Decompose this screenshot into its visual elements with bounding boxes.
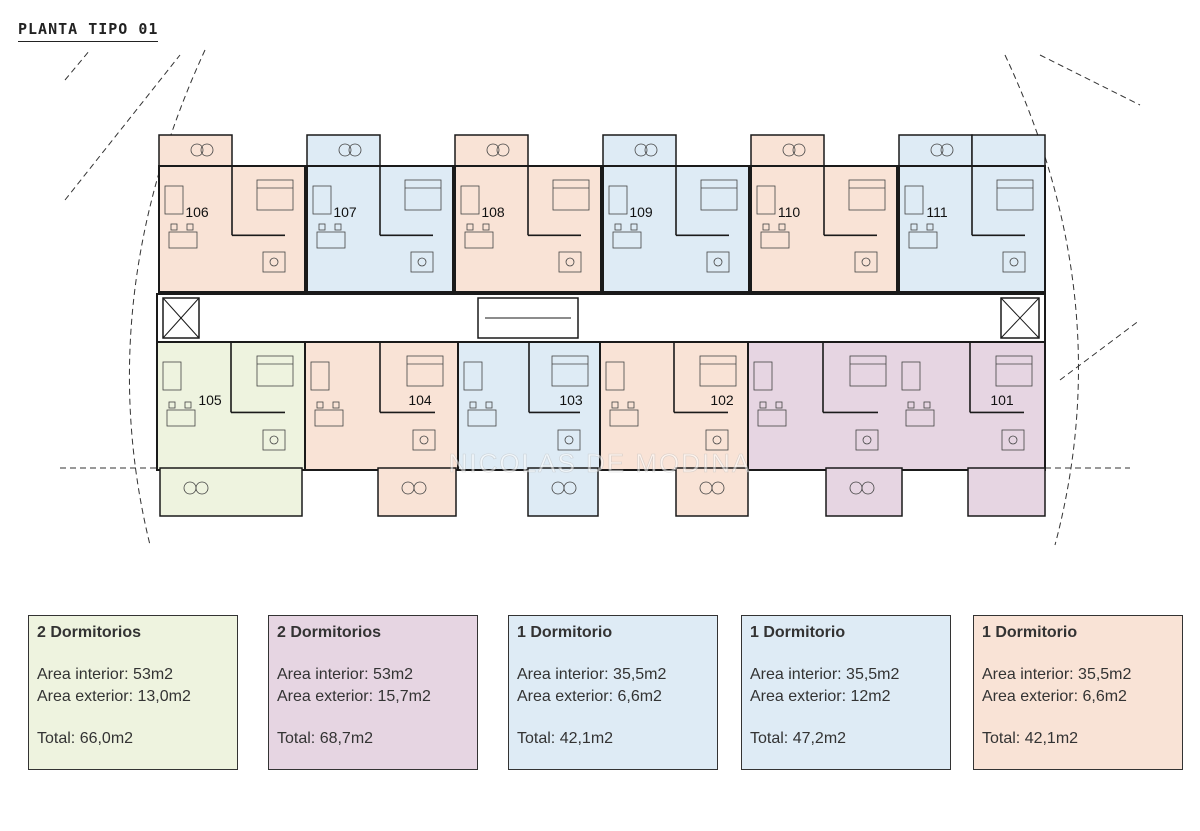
legend-interior: Area interior: 53m2 [277, 666, 414, 683]
unit-label-110: 110 [778, 204, 801, 220]
unit-111 [898, 134, 1046, 293]
legend-total: Total: 66,0m2 [37, 730, 134, 747]
corridor [156, 293, 1046, 343]
stair [477, 297, 579, 339]
unit-labels: 106 107 108 109 110 111 105 104 103 102 101 [185, 204, 1014, 408]
legend-total: Total: 42,1m2 [517, 730, 614, 747]
unit-label-106: 106 [185, 204, 209, 220]
legend-card-1dorm-blue-a: 1 Dormitorio Area interior: 35,5m2 Area … [508, 615, 718, 770]
watermark: NICOLAS DE MODINA [449, 448, 752, 478]
unit-label-108: 108 [481, 204, 505, 220]
units-layer [156, 134, 1046, 517]
site-lines [60, 49, 1141, 546]
legend-total: Total: 68,7m2 [277, 730, 374, 747]
unit-108 [454, 134, 602, 293]
legend-exterior: Area exterior: 6,6m2 [982, 688, 1127, 705]
legend-heading: 1 Dormitorio [517, 624, 613, 641]
legend-interior: Area interior: 53m2 [37, 666, 174, 683]
legend-card-2dorm-green: 2 Dormitorios Area interior: 53m2 Area e… [28, 615, 238, 770]
unit-102 [599, 341, 749, 517]
legend-card-2dorm-purple: 2 Dormitorios Area interior: 53m2 Area e… [268, 615, 478, 770]
unit-label-109: 109 [629, 204, 653, 220]
floor-plan: 106 107 108 109 110 111 105 104 103 102 101 NICOLA… [60, 49, 1141, 546]
legend-heading: 2 Dormitorios [37, 624, 142, 641]
unit-101 [747, 341, 1046, 517]
unit-label-105: 105 [198, 392, 222, 408]
legend-interior: Area interior: 35,5m2 [517, 666, 667, 683]
legend-heading: 2 Dormitorios [277, 624, 382, 641]
legend-heading: 1 Dormitorio [982, 624, 1078, 641]
unit-107 [306, 134, 454, 293]
unit-label-107: 107 [333, 204, 357, 220]
unit-103 [457, 341, 601, 517]
unit-104 [304, 341, 459, 517]
legend-exterior: Area exterior: 6,6m2 [517, 688, 662, 705]
legend-exterior: Area exterior: 12m2 [750, 688, 891, 705]
legend-card-1dorm-salmon: 1 Dormitorio Area interior: 35,5m2 Area … [973, 615, 1183, 770]
legend-heading: 1 Dormitorio [750, 624, 846, 641]
legend-exterior: Area exterior: 13,0m2 [37, 688, 191, 705]
unit-109 [602, 134, 750, 293]
unit-label-111: 111 [926, 204, 947, 220]
unit-110 [750, 134, 898, 293]
unit-label-101: 101 [990, 392, 1014, 408]
legend-card-1dorm-blue-b: 1 Dormitorio Area interior: 35,5m2 Area … [741, 615, 951, 770]
legend-total: Total: 47,2m2 [750, 730, 847, 747]
page-title: PLANTA TIPO 01 [18, 20, 159, 42]
unit-106 [158, 134, 306, 293]
legend-total: Total: 42,1m2 [982, 730, 1079, 747]
legend-exterior: Area exterior: 15,7m2 [277, 688, 431, 705]
unit-label-104: 104 [408, 392, 432, 408]
unit-label-103: 103 [559, 392, 583, 408]
unit-105 [156, 341, 306, 517]
legend-interior: Area interior: 35,5m2 [982, 666, 1132, 683]
legend-interior: Area interior: 35,5m2 [750, 666, 900, 683]
unit-label-102: 102 [710, 392, 734, 408]
